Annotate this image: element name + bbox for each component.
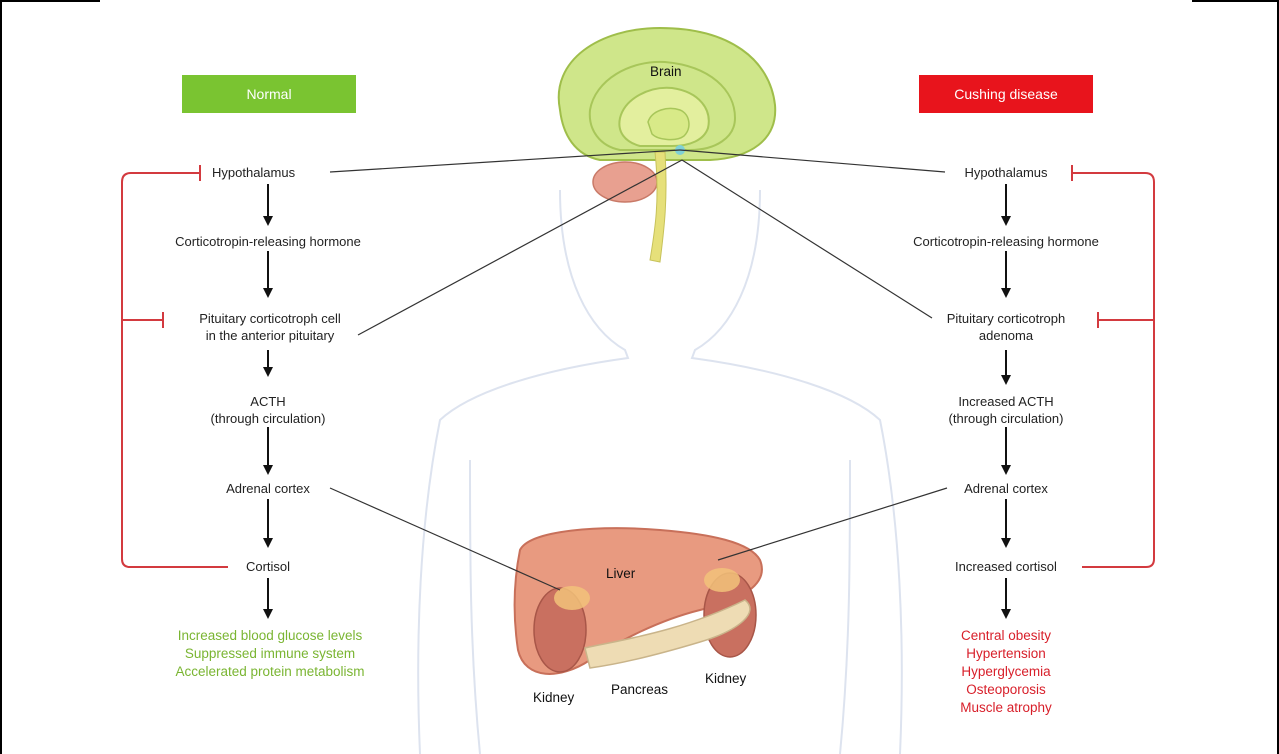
pancreas-label: Pancreas (611, 682, 668, 697)
cushing-hypothalamus-label: Hypothalamus (908, 164, 1104, 181)
cushing-acth-line-1: Increased ACTH (908, 393, 1104, 410)
normal-pituitary-line-2: in the anterior pituitary (172, 327, 368, 344)
normal-effects-list: Increased blood glucose levels Suppresse… (130, 627, 410, 681)
normal-pituitary-line-1: Pituitary corticotroph cell (172, 310, 368, 327)
cushing-adrenal-label: Adrenal cortex (908, 480, 1104, 497)
normal-negative-feedback (122, 165, 228, 567)
cushing-effects-list: Central obesity Hypertension Hyperglycem… (906, 627, 1106, 717)
normal-acth-label: ACTH (through circulation) (170, 393, 366, 427)
normal-adrenal-label: Adrenal cortex (170, 480, 366, 497)
cushing-pituitary-line-1: Pituitary corticotroph (908, 310, 1104, 327)
cushing-acth-label: Increased ACTH (through circulation) (908, 393, 1104, 427)
normal-badge: Normal (182, 75, 356, 113)
normal-pituitary-label: Pituitary corticotroph cell in the anter… (172, 310, 368, 344)
normal-hypothalamus-label: Hypothalamus (212, 164, 295, 181)
connector-lines (330, 150, 947, 590)
cushing-crh-label: Corticotropin-releasing hormone (908, 233, 1104, 250)
body-silhouette (418, 190, 902, 754)
cushing-effect-item: Muscle atrophy (906, 699, 1106, 717)
normal-effect-item: Increased blood glucose levels (130, 627, 410, 645)
normal-effect-item: Suppressed immune system (130, 645, 410, 663)
cushing-negative-feedback (1072, 165, 1154, 567)
normal-acth-line-1: ACTH (170, 393, 366, 410)
cushing-effect-item: Osteoporosis (906, 681, 1106, 699)
normal-effect-item: Accelerated protein metabolism (130, 663, 410, 681)
kidney-right-label: Kidney (705, 671, 746, 686)
cushing-cortisol-label: Increased cortisol (908, 558, 1104, 575)
cushing-pituitary-label: Pituitary corticotroph adenoma (908, 310, 1104, 344)
cushing-effect-item: Central obesity (906, 627, 1106, 645)
cushing-pituitary-line-2: adenoma (908, 327, 1104, 344)
cushing-effect-item: Hypertension (906, 645, 1106, 663)
normal-crh-label: Corticotropin-releasing hormone (170, 233, 366, 250)
brain-label: Brain (650, 64, 682, 79)
kidney-left-label: Kidney (533, 690, 574, 705)
cushing-badge: Cushing disease (919, 75, 1093, 113)
liver-label: Liver (606, 566, 635, 581)
cushing-effect-item: Hyperglycemia (906, 663, 1106, 681)
normal-acth-line-2: (through circulation) (170, 410, 366, 427)
abdominal-organs-illustration (515, 528, 762, 674)
normal-cortisol-label: Cortisol (170, 558, 366, 575)
cushing-acth-line-2: (through circulation) (908, 410, 1104, 427)
